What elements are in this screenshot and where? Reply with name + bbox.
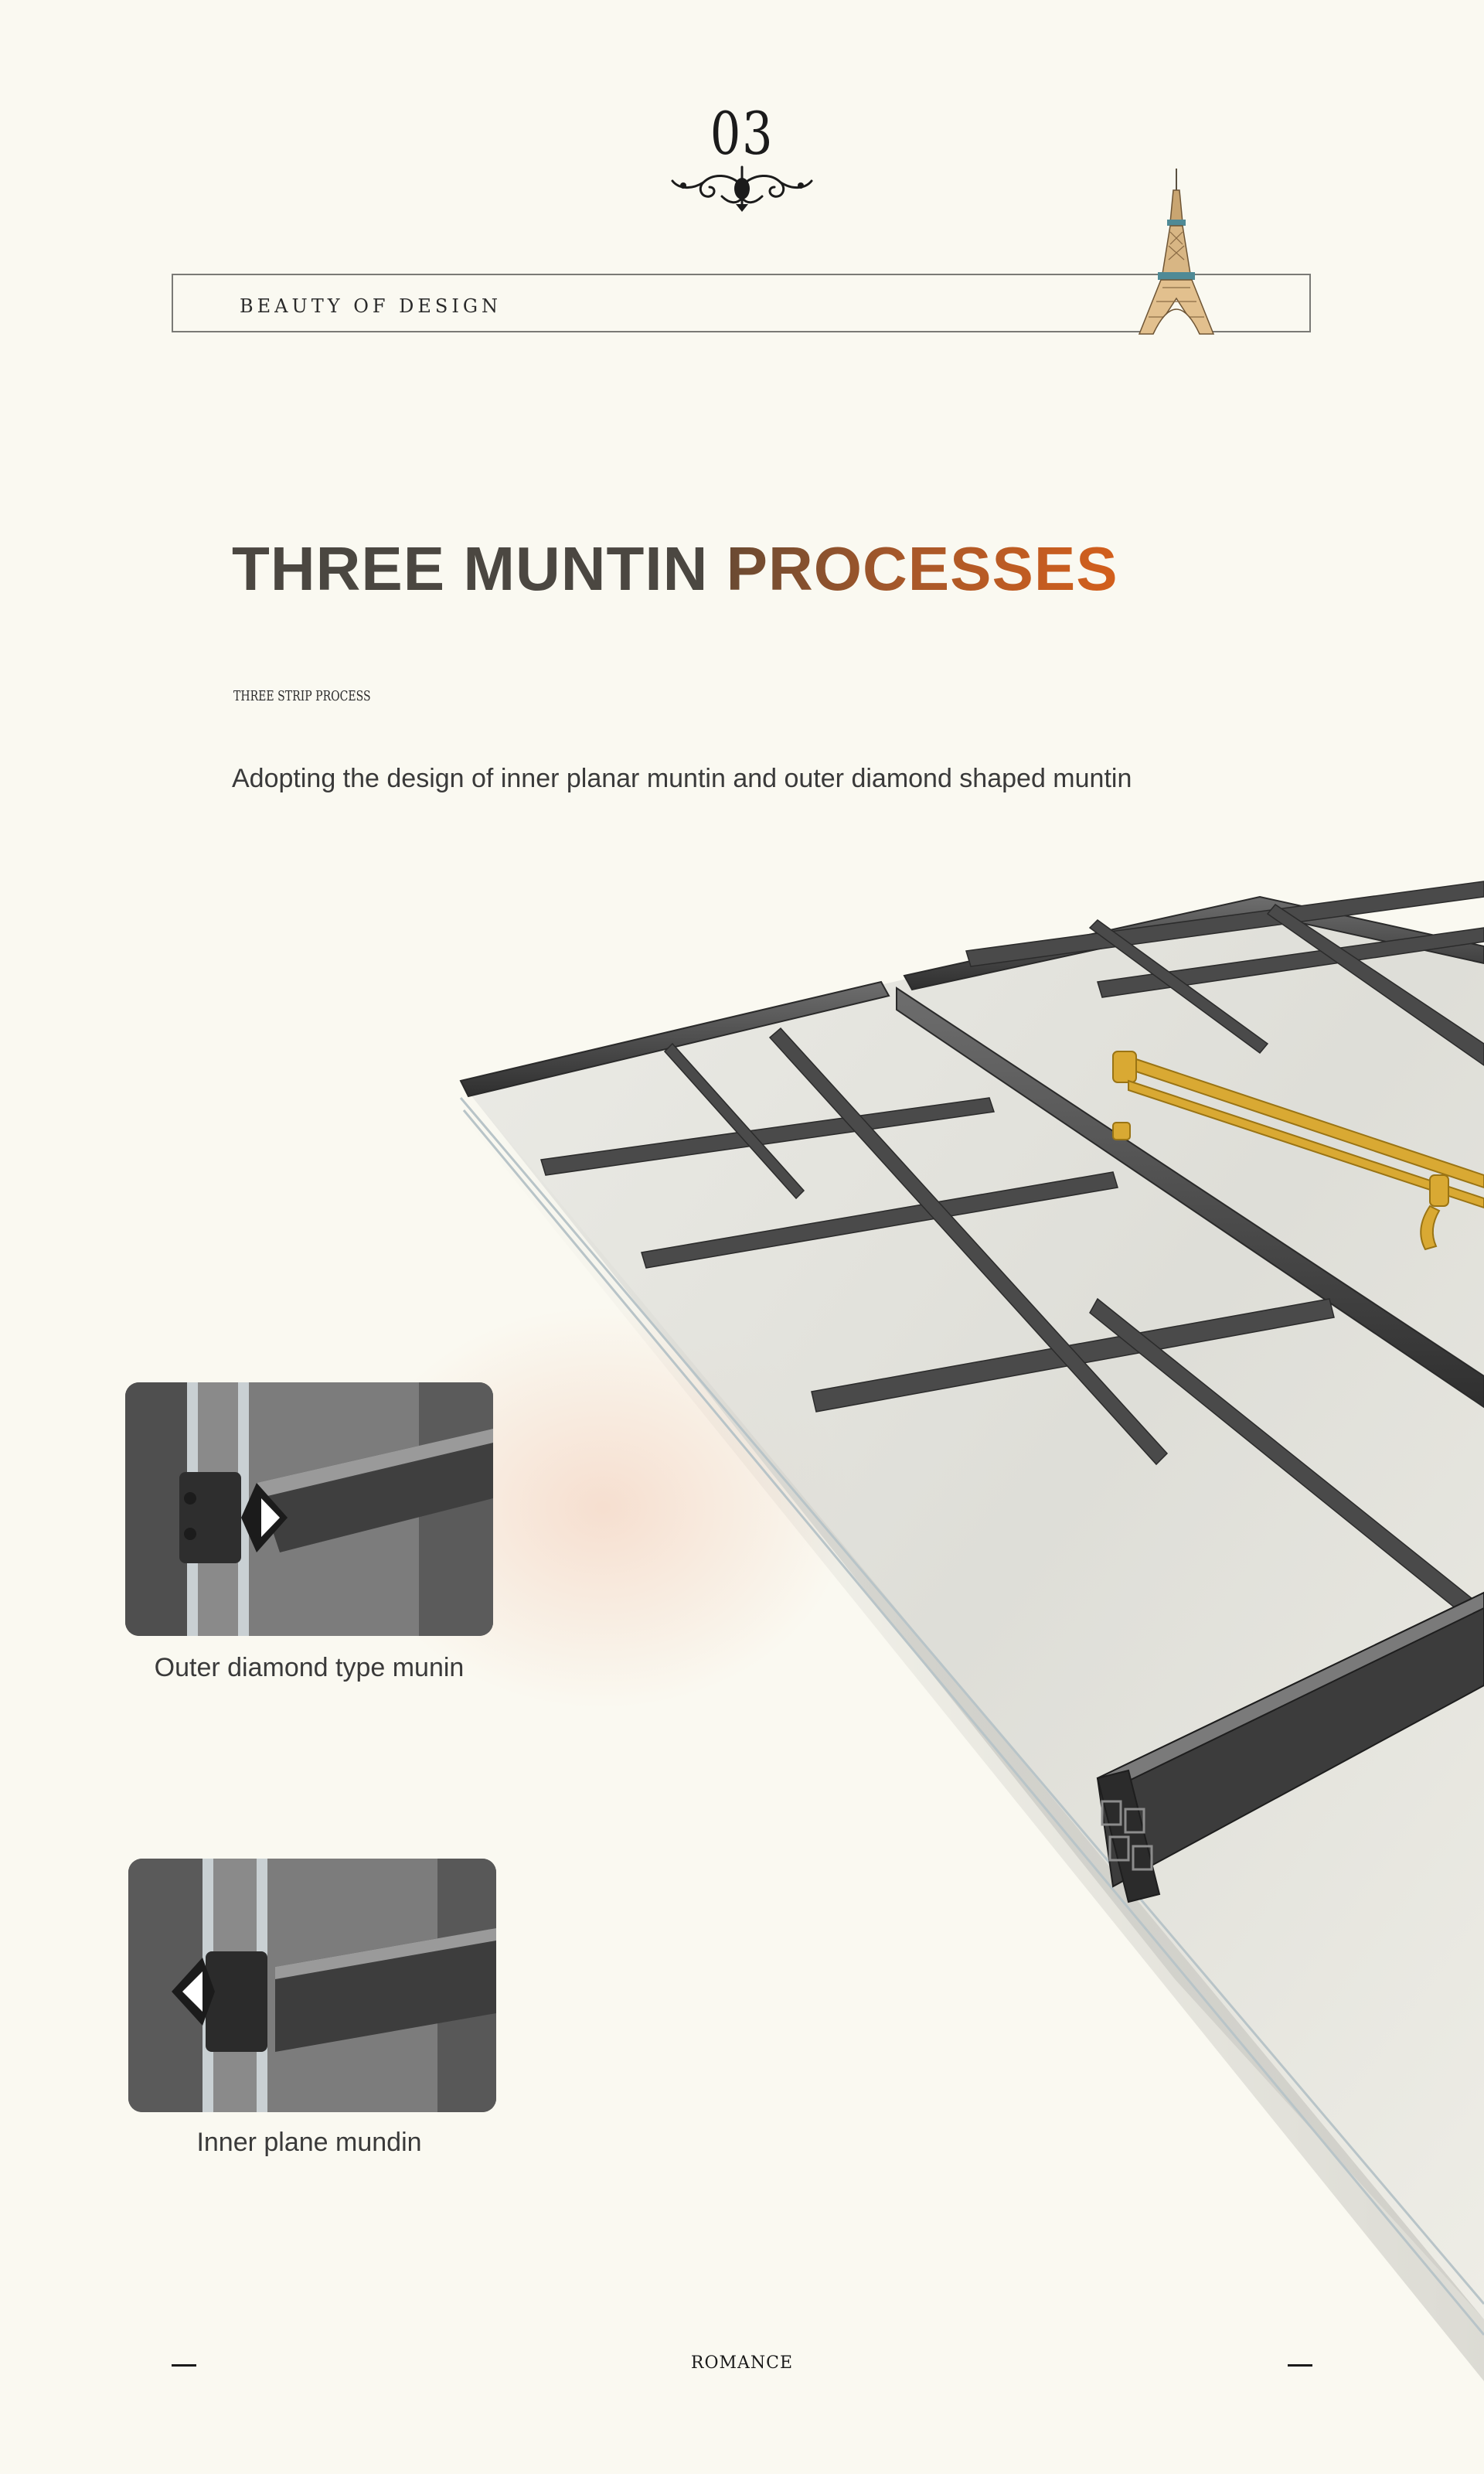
section-number: 03 xyxy=(710,99,774,168)
title-part-2: PROCESSES xyxy=(726,534,1118,603)
footer-label: ROMANCE xyxy=(690,2353,794,2373)
eiffel-tower-icon xyxy=(1138,169,1215,335)
banner-label: BEAUTY OF DESIGN xyxy=(240,295,502,317)
window-illustration xyxy=(402,881,1484,2381)
page-title: THREE MUNTIN PROCESSES xyxy=(232,533,1118,605)
banner-frame xyxy=(172,274,1311,332)
title-part-1: THREE MUNTIN xyxy=(232,534,709,603)
footer-dash-left xyxy=(172,2364,196,2367)
detail-caption-outer: Outer diamond type munin xyxy=(154,1653,465,1682)
subtitle-small: THREE STRIP PROCESS xyxy=(233,688,371,704)
footer-dash-right xyxy=(1288,2364,1312,2367)
detail-image-inner-plane xyxy=(128,1859,496,2112)
detail-image-outer-diamond xyxy=(125,1382,493,1636)
ornament-icon xyxy=(671,165,813,212)
description-text: Adopting the design of inner planar munt… xyxy=(232,764,1132,793)
detail-caption-inner: Inner plane mundin xyxy=(196,2128,422,2157)
